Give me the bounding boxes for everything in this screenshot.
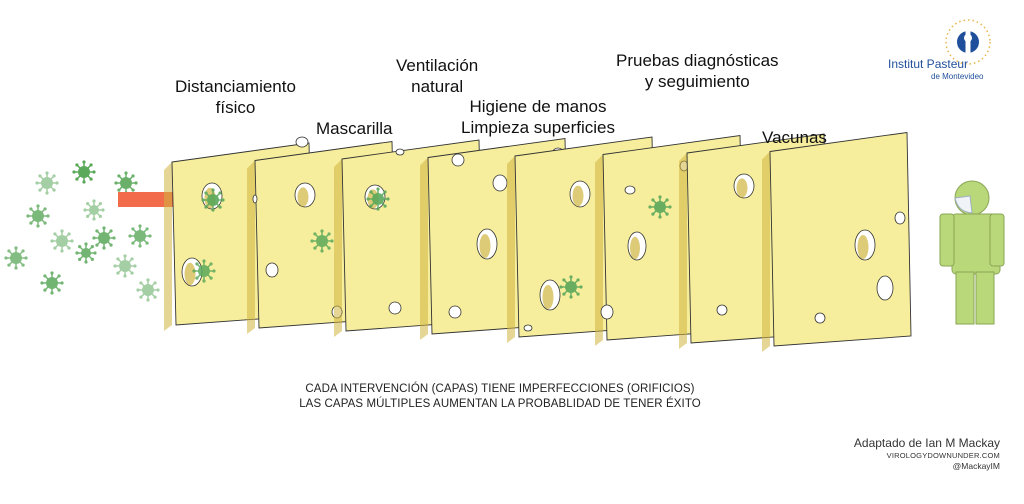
virus-icon (4, 246, 28, 270)
virus-icon (40, 271, 64, 295)
virus-icon (113, 254, 137, 278)
label-pruebas-line1: Pruebas diagnósticas (616, 51, 779, 70)
label-ventilacion: Ventilación natural (396, 55, 478, 97)
label-distanciamiento: Distanciamiento físico (175, 76, 296, 118)
caption-line2: LAS CAPAS MÚLTIPLES AUMENTAN LA PROBABLI… (299, 398, 701, 410)
credit-adapted: Adaptado de Ian M Mackay (853, 436, 1000, 450)
label-distanciamiento-line1: Distanciamiento (175, 77, 296, 96)
label-pruebas: Pruebas diagnósticas y seguimiento (616, 50, 779, 92)
virus-icon (201, 188, 225, 212)
label-distanciamiento-line2: físico (215, 98, 256, 117)
virus-icon (136, 278, 160, 302)
virus-icon (366, 187, 390, 211)
cheese-slice-8 (762, 131, 912, 352)
label-higiene-line2: Limpieza superficies (461, 118, 616, 137)
label-higiene-line1: Higiene de manos (469, 97, 607, 116)
institut-pasteur-logo-icon (945, 19, 991, 65)
label-pruebas-line2: y seguimiento (644, 72, 750, 91)
virus-icon (559, 275, 583, 299)
virus-particles (192, 187, 672, 299)
virus-icon (648, 195, 672, 219)
virus-icon (26, 204, 50, 228)
virus-icon (114, 171, 138, 195)
virus-icon (75, 242, 97, 264)
virus-icon (72, 160, 96, 184)
caption-line1: CADA INTERVENCIÓN (CAPAS) TIENE IMPERFEC… (305, 383, 695, 395)
virus-icon (50, 229, 74, 253)
logo-name: Institut Pasteur (888, 57, 969, 71)
label-mascarilla: Mascarilla (316, 119, 393, 138)
logo-sub: de Montevideo (931, 72, 984, 81)
label-higiene: Higiene de manos Limpieza superficies (461, 96, 615, 138)
label-vacunas: Vacunas (762, 128, 827, 147)
person-figure (939, 180, 1005, 325)
virus-cloud (4, 160, 160, 302)
label-ventilacion-line2: natural (411, 77, 464, 96)
virus-icon (310, 229, 334, 253)
virus-icon (83, 199, 105, 221)
credit-handle: @MackayIM (952, 461, 1000, 471)
virus-icon (128, 224, 152, 248)
label-ventilacion-line1: Ventilación (396, 56, 479, 75)
virus-icon (192, 259, 216, 283)
virus-icon (92, 226, 116, 250)
virus-icon (35, 171, 59, 195)
face-mask-icon (954, 195, 973, 214)
credit-site: VIROLOGYDOWNUNDER.COM (886, 451, 1000, 460)
cheese-slices (164, 131, 912, 352)
